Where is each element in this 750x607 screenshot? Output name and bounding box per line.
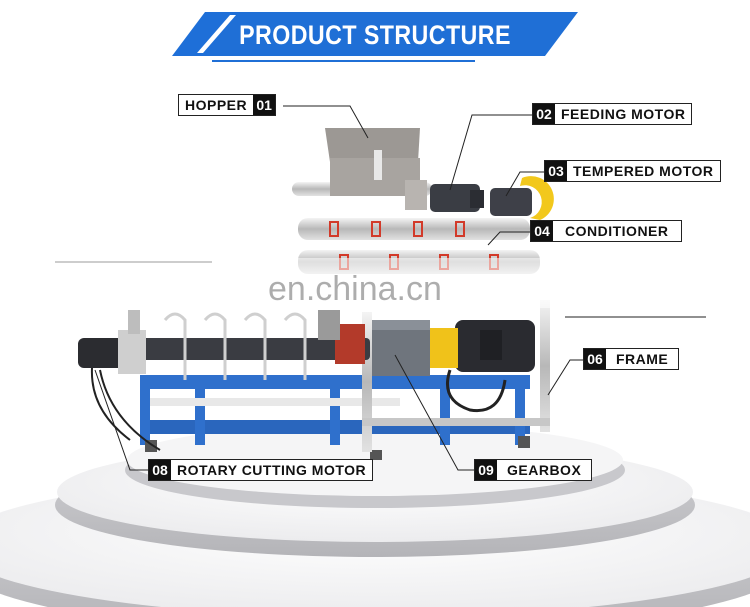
label-number: 08	[149, 460, 171, 480]
label-number: 02	[533, 104, 555, 124]
page-title: PRODUCT STRUCTURE	[239, 20, 511, 50]
title-banner: PRODUCT STRUCTURE	[172, 12, 578, 56]
label-feeding-motor: 02 FEEDING MOTOR	[532, 103, 693, 125]
label-text: ROTARY CUTTING MOTOR	[177, 462, 367, 478]
label-number: 09	[475, 460, 497, 480]
label-rotary-cutting-motor: 08 ROTARY CUTTING MOTOR	[148, 459, 374, 481]
label-frame: 06 FRAME	[583, 348, 680, 370]
label-hopper: HOPPER 01	[178, 94, 277, 116]
label-text: GEARBOX	[507, 462, 582, 478]
label-number: 04	[531, 221, 553, 241]
label-tempered-motor: 03 TEMPERED MOTOR	[544, 160, 721, 182]
watermark-text: en.china.cn	[268, 270, 442, 308]
label-gearbox: 09 GEARBOX	[474, 459, 593, 481]
label-text: FEEDING MOTOR	[561, 106, 686, 122]
watermark-band	[0, 258, 750, 308]
label-conditioner: 04 CONDITIONER	[530, 220, 682, 242]
label-text: TEMPERED MOTOR	[573, 163, 714, 179]
label-text: HOPPER	[185, 97, 248, 113]
label-text: FRAME	[616, 351, 669, 367]
label-number: 01	[253, 95, 276, 115]
label-text: CONDITIONER	[565, 223, 669, 239]
label-number: 03	[545, 161, 567, 181]
label-number: 06	[584, 349, 606, 369]
